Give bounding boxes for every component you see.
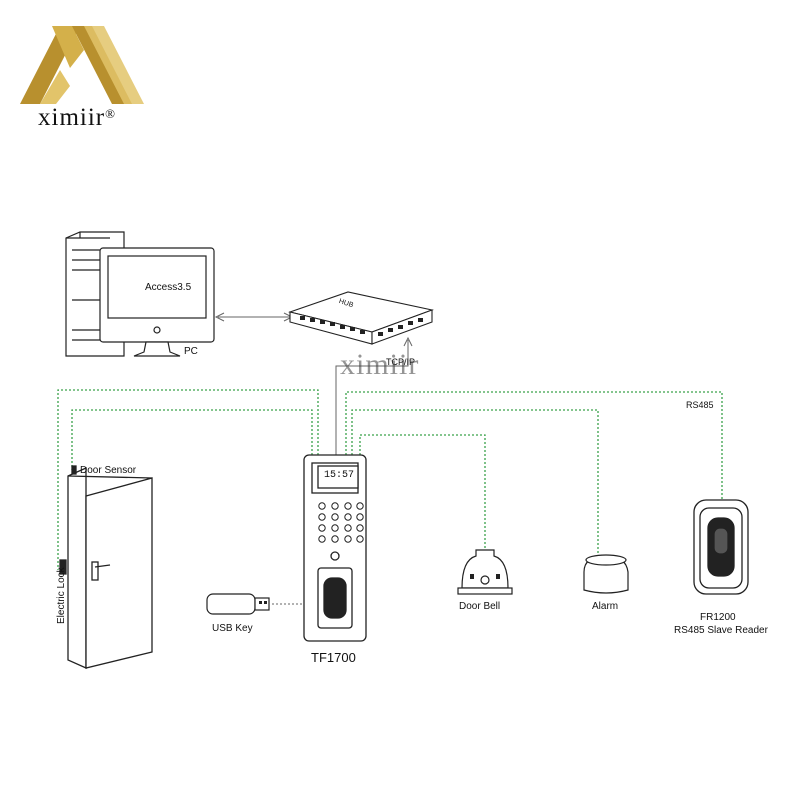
pc-label: PC <box>184 346 198 357</box>
door-icon <box>59 465 153 670</box>
door-sensor-label: Door Sensor <box>80 465 137 476</box>
usb-key-label: USB Key <box>212 623 253 634</box>
electric-lock-label: Electric Lock <box>56 567 67 624</box>
network-hub-icon <box>288 291 434 345</box>
tcpip-label: TCP/IP <box>386 357 416 367</box>
alarm-label: Alarm <box>592 601 619 612</box>
wire-alarm <box>351 409 599 555</box>
alarm-icon <box>583 554 629 594</box>
device-clock: 15:57 <box>323 470 354 481</box>
reader-type-label: RS485 Slave Reader <box>674 625 768 636</box>
reader-model-label: FR1200 <box>700 612 736 623</box>
door-bell-label: Door Bell <box>459 601 501 612</box>
wire-rs485 <box>345 391 723 500</box>
device-model-label: TF1700 <box>311 650 356 665</box>
rs485-label: RS485 <box>686 400 714 410</box>
access-software-label: Access3.5 <box>145 282 192 293</box>
brand-logo-icon <box>20 26 144 104</box>
wiring <box>57 389 723 570</box>
pc-monitor-icon <box>99 247 215 357</box>
usb-key-icon <box>206 593 270 615</box>
wire-door-sensor <box>71 409 313 470</box>
tf1700-device-icon <box>303 454 367 642</box>
watermark: ximiir <box>340 348 420 381</box>
wire-electric-lock <box>57 389 319 570</box>
door-bell-icon <box>457 549 513 595</box>
brand-name: ximiir® <box>38 104 116 131</box>
wire-door-bell <box>359 434 486 555</box>
network-lines <box>214 312 413 605</box>
fr1200-reader-icon <box>693 499 749 595</box>
